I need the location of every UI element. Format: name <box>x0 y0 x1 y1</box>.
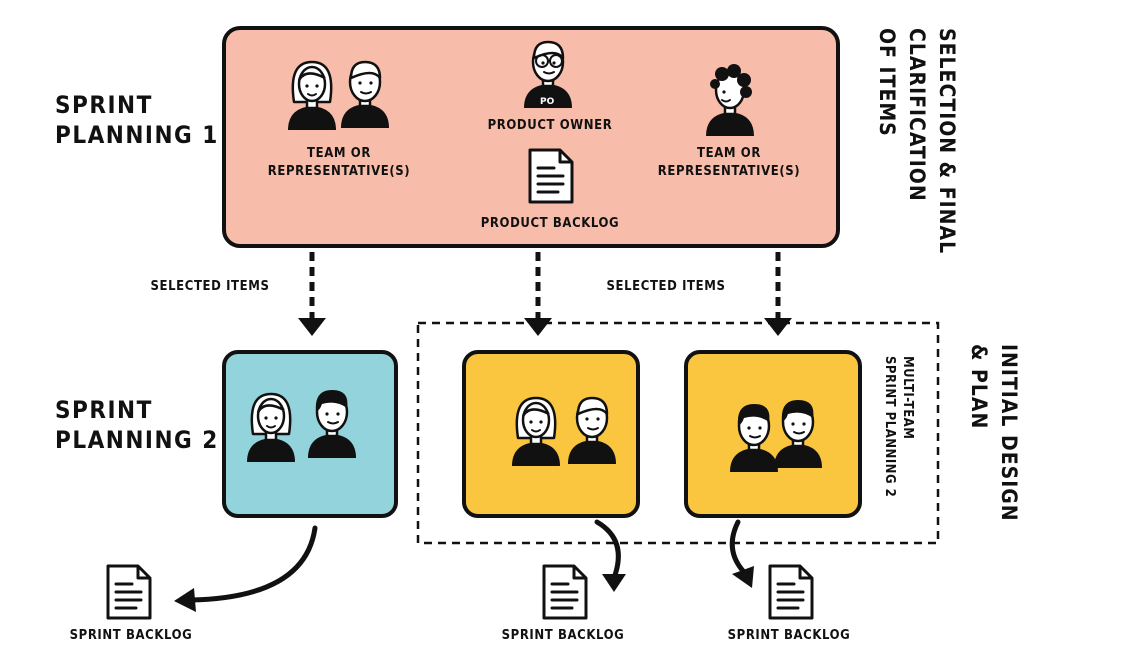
initial-design-label-line1: INITIAL DESIGN <box>997 344 1021 522</box>
team-box-b <box>684 350 862 518</box>
sprint-planning-1-box <box>222 26 840 248</box>
team-left-label: TEAM OR REPRESENTATIVE(S) <box>264 145 414 181</box>
sprint-planning-2-title: SPRINT PLANNING 2 <box>55 395 219 455</box>
curved-arrow-icon-2 <box>594 519 626 592</box>
sprint-backlog-label-1: SPRINT BACKLOG <box>69 628 193 643</box>
team-left-label-line1: TEAM OR <box>307 146 371 161</box>
sprint-backlog-document-icon-2 <box>542 564 588 620</box>
sprint-backlog-document-icon-3 <box>768 564 814 620</box>
selected-items-left-label: SELECTED ITEMS <box>150 279 270 294</box>
team-left-label-line2: REPRESENTATIVE(S) <box>267 164 411 179</box>
initial-design-label-line2: & PLAN <box>967 344 991 430</box>
arrow-down-icon-left <box>298 252 326 336</box>
curved-arrow-icon-3 <box>729 519 754 588</box>
sprint-backlog-label-3: SPRINT BACKLOG <box>727 628 851 643</box>
sprint-planning-2-title-line2: PLANNING 2 <box>55 426 219 454</box>
sprint-backlog-document-icon-1 <box>106 564 152 620</box>
curved-arrow-icon-1 <box>174 525 318 612</box>
product-backlog-document-icon <box>528 148 574 204</box>
initial-design-label: INITIAL DESIGN & PLAN <box>964 344 1024 522</box>
sprint-backlog-label-2: SPRINT BACKLOG <box>501 628 625 643</box>
selection-label-line2: CLARIFICATION <box>905 28 929 202</box>
po-badge: PO <box>540 97 555 107</box>
selected-items-right-label: SELECTED ITEMS <box>606 279 726 294</box>
team-right-label: TEAM OR REPRESENTATIVE(S) <box>654 145 804 181</box>
sprint-planning-2-title-line1: SPRINT <box>55 396 153 424</box>
sprint-planning-1-title: SPRINT PLANNING 1 <box>55 90 219 150</box>
multi-team-group-box <box>416 321 940 545</box>
planning-2-person-icon-1 <box>245 392 297 464</box>
team-left-person-icon-1 <box>286 60 338 132</box>
sprint-planning-2-box <box>222 350 398 518</box>
selection-label-line3: OF ITEMS <box>875 28 899 137</box>
multi-team-label: MULTI-TEAM SPRINT PLANNING 2 <box>880 356 916 497</box>
multi-team-label-line1: MULTI-TEAM <box>900 356 915 440</box>
team-right-label-line1: TEAM OR <box>697 146 761 161</box>
selection-clarification-label: SELECTION & FINAL CLARIFICATION OF ITEMS <box>872 28 962 254</box>
selection-label-line1: SELECTION & FINAL <box>935 28 959 255</box>
team-a-person-icon-1 <box>510 396 562 468</box>
multi-team-label-line2: SPRINT PLANNING 2 <box>882 356 897 498</box>
team-right-label-line2: REPRESENTATIVE(S) <box>657 164 801 179</box>
sprint-planning-1-title-line1: SPRINT <box>55 91 153 119</box>
product-owner-icon <box>522 40 574 110</box>
sprint-planning-1-title-line2: PLANNING 1 <box>55 121 219 149</box>
product-owner-label: PRODUCT OWNER <box>487 118 613 133</box>
product-backlog-label: PRODUCT BACKLOG <box>480 216 620 231</box>
